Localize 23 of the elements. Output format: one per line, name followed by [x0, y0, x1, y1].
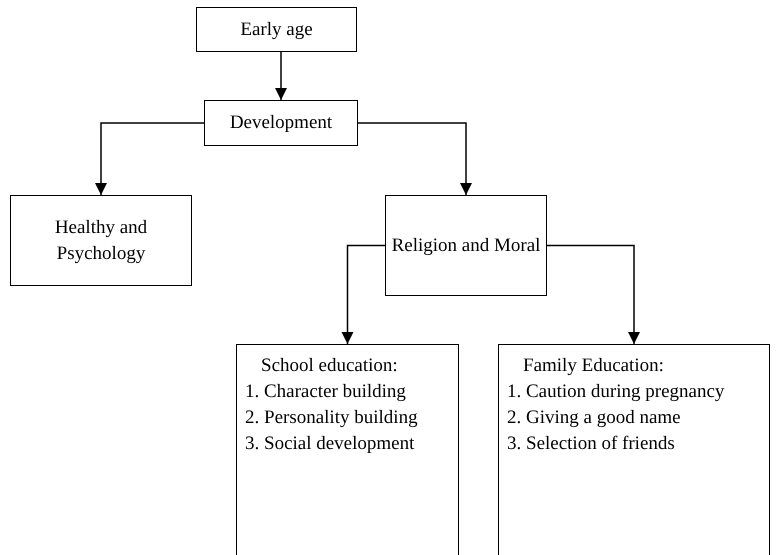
list-heading: Family Education: — [522, 354, 665, 378]
node-label: Religion and Moral — [392, 234, 540, 258]
list-item: 3. Social development — [245, 432, 416, 456]
list-item: 2. Personality building — [245, 406, 419, 430]
process-box — [204, 100, 358, 146]
node-label: Healthy and Psychology — [54, 216, 148, 266]
arrow — [547, 244, 640, 344]
arrow — [275, 52, 287, 100]
node-label: Development — [230, 111, 332, 135]
process-box — [385, 195, 547, 296]
arrow — [342, 244, 385, 344]
arrow — [358, 122, 472, 195]
list-box — [236, 344, 459, 555]
list-box — [498, 344, 770, 555]
list-item: 3. Selection of friends — [507, 432, 676, 456]
process-box — [10, 195, 192, 286]
process-box — [196, 7, 357, 52]
list-item: 1. Caution during pregnancy — [507, 380, 726, 404]
list-item: 2. Giving a good name — [507, 406, 682, 430]
list-item: 1. Character building — [245, 380, 407, 404]
list-heading: School education: — [260, 354, 399, 378]
node-label: Early age — [240, 18, 313, 42]
arrow — [95, 122, 204, 195]
